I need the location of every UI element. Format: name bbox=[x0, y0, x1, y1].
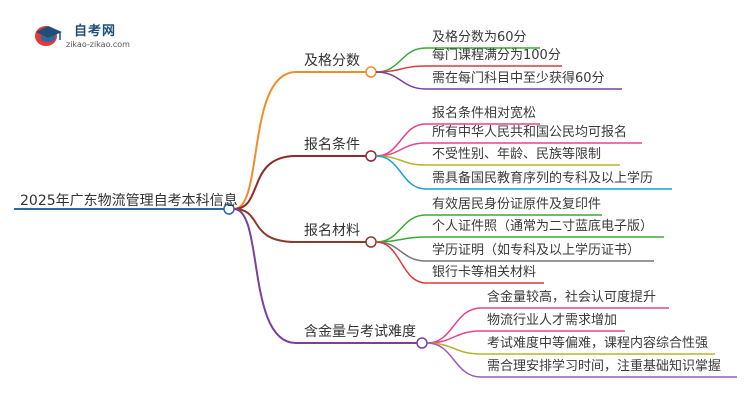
leaf-label: 银行卡等相关材料 bbox=[432, 265, 537, 280]
branch-node bbox=[365, 66, 377, 78]
branch-node bbox=[365, 150, 377, 162]
leaf-connector bbox=[426, 342, 482, 378]
leaf-label: 所有中华人民共和国公民均可报名 bbox=[432, 125, 628, 140]
branch-label: 含金量与考试难度 bbox=[304, 324, 416, 340]
leaf-label: 需合理安排学习时间，注重基础知识掌握 bbox=[487, 359, 722, 374]
leaf-label: 需具备国民教育序列的专科及以上学历 bbox=[432, 171, 654, 186]
root-topic: 2025年广东物流管理自考本科信息 bbox=[20, 193, 238, 209]
leaf-connector bbox=[375, 241, 427, 262]
leaf-label: 每门课程满分为100分 bbox=[432, 48, 561, 63]
leaf-connector bbox=[375, 65, 427, 73]
leaf-connector bbox=[375, 142, 427, 157]
leaf-label: 不受性别、年龄、民族等限制 bbox=[432, 147, 602, 162]
leaf-label: 及格分数为60分 bbox=[432, 30, 527, 45]
leaf-connector bbox=[375, 71, 427, 90]
leaf-label: 学历证明（如专科及以上学历证书） bbox=[432, 243, 641, 258]
leaf-label: 含金量较高，社会认可度提升 bbox=[487, 290, 657, 305]
leaf-connector bbox=[375, 155, 427, 190]
branch-connector bbox=[233, 208, 297, 243]
branch-label: 及格分数 bbox=[304, 53, 360, 69]
logo-title: 自考网 bbox=[74, 24, 117, 39]
leaf-label: 考试难度中等偏难，课程内容综合性强 bbox=[487, 336, 709, 351]
leaf-connector bbox=[375, 241, 427, 284]
leaf-label: 物流行业人才需求增加 bbox=[487, 313, 618, 328]
leaf-connector bbox=[375, 123, 427, 157]
logo-icon bbox=[35, 26, 62, 46]
branch-label: 报名材料 bbox=[304, 223, 360, 239]
leaf-label: 需在每门科目中至少获得60分 bbox=[432, 71, 605, 86]
leaf-connector bbox=[375, 236, 427, 243]
branch-node bbox=[365, 236, 377, 248]
branch-node bbox=[416, 337, 428, 349]
logo-subtitle: zikao-zikao.com bbox=[66, 40, 130, 49]
leaf-label: 有效居民身份证原件及复印件 bbox=[432, 197, 602, 212]
branch-connector bbox=[233, 71, 297, 210]
branch-connector bbox=[233, 208, 297, 344]
leaf-label: 个人证件照（通常为二寸蓝底电子版） bbox=[432, 219, 654, 234]
logo: 自考网 zikao-zikao.com bbox=[28, 18, 138, 54]
leaf-label: 报名条件相对宽松 bbox=[432, 106, 537, 121]
branch-connector bbox=[233, 155, 297, 210]
branch-label: 报名条件 bbox=[304, 137, 360, 153]
